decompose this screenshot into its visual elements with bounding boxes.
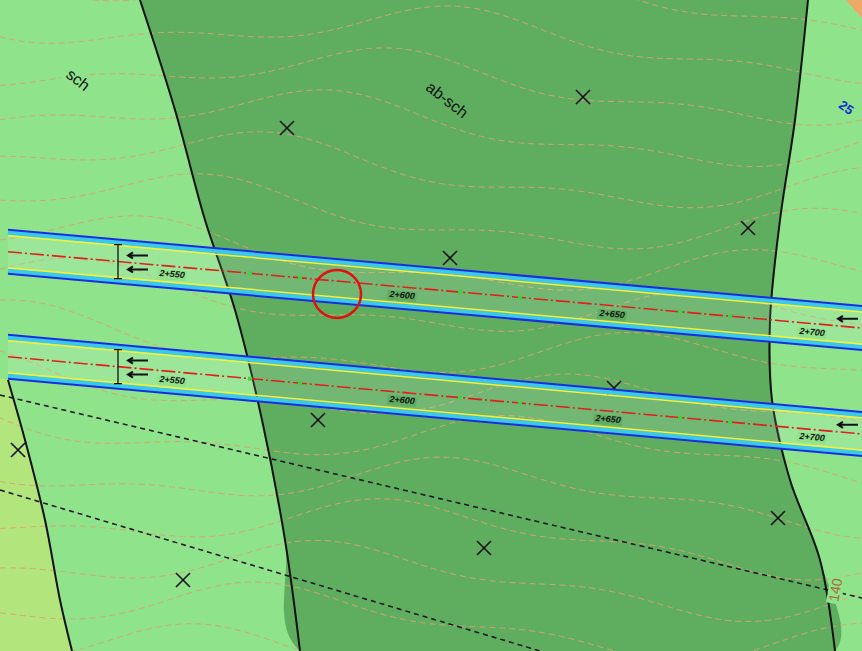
x-mark (11, 443, 25, 457)
station-label: 2+700 (797, 432, 827, 444)
contour-line (0, 540, 862, 621)
x-mark (176, 573, 190, 587)
contour-line (0, 90, 862, 167)
direction-arrow (838, 422, 858, 428)
width-bracket (114, 350, 122, 384)
station-tick (458, 396, 462, 400)
station-tick (458, 290, 462, 294)
station-label: 2+700 (797, 326, 827, 338)
contour-value: 140 (826, 575, 846, 605)
x-mark (311, 413, 325, 427)
geology-region (846, 0, 862, 18)
station-label: 2+650 (597, 308, 627, 320)
station-label: 2+600 (387, 290, 417, 302)
direction-arrow (128, 266, 148, 272)
lane-line (8, 373, 862, 450)
station-tick (518, 401, 522, 405)
road-surface (8, 230, 862, 350)
road-edge (8, 379, 862, 456)
lane-line (8, 236, 862, 312)
station-label: 2+550 (157, 374, 187, 386)
station-tick (728, 420, 732, 424)
station-label: 2+600 (387, 395, 417, 407)
contour-line (0, 624, 862, 651)
direction-arrow (128, 358, 148, 364)
station-tick (298, 381, 302, 385)
geology-label: ab-sch (421, 77, 473, 123)
width-bracket (114, 245, 122, 279)
contour-value: 25 (834, 97, 857, 119)
x-mark (741, 221, 755, 235)
x-mark (477, 541, 491, 555)
geology-region (0, 378, 72, 651)
direction-arrow (128, 372, 148, 378)
station-label: 2+650 (593, 414, 623, 426)
station-tick (728, 314, 732, 318)
contour-line (0, 457, 862, 539)
road-shoulder (8, 376, 862, 453)
station-tick (248, 271, 252, 275)
station-label: 2+550 (157, 269, 187, 281)
contour-line (0, 582, 862, 651)
road-shoulder (8, 232, 862, 308)
x-mark (771, 511, 785, 525)
highlight-circle (313, 270, 361, 318)
contour-line (0, 132, 862, 208)
geology-label: sch (61, 64, 95, 96)
x-mark (443, 251, 457, 265)
road-alignment (8, 230, 862, 350)
lane-line (8, 268, 862, 344)
contour-line (0, 48, 862, 125)
road-shoulder (8, 337, 862, 414)
direction-arrow (128, 252, 148, 258)
contour-line (0, 0, 862, 35)
road-alignment (8, 335, 862, 456)
lane-line (8, 341, 862, 418)
station-tick (248, 377, 252, 381)
station-tick (678, 416, 682, 420)
road-surface (8, 335, 862, 456)
x-mark (280, 121, 294, 135)
geology-boundary (8, 380, 72, 651)
dashed-boundary (0, 490, 540, 651)
station-tick (518, 295, 522, 299)
station-tick (298, 276, 302, 280)
road-shoulder (8, 271, 862, 347)
contour-line (0, 6, 862, 84)
center-line (8, 357, 862, 434)
contour-line (0, 174, 862, 249)
x-mark (576, 90, 590, 104)
contour-line (0, 499, 862, 580)
road-edge (8, 230, 862, 306)
geology-boundary (140, 0, 300, 651)
center-line (8, 252, 862, 328)
road-edge (8, 274, 862, 350)
direction-arrow (838, 316, 858, 322)
road-edge (8, 335, 862, 412)
station-tick (678, 310, 682, 314)
